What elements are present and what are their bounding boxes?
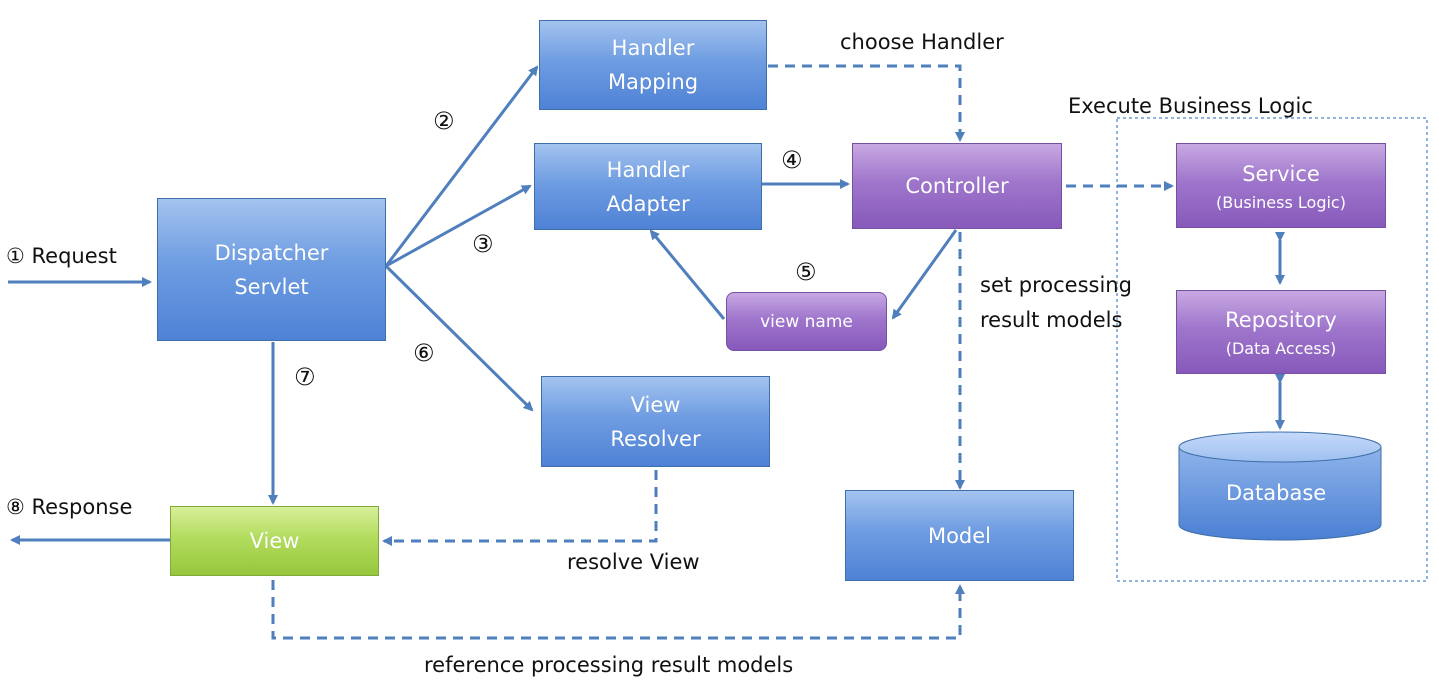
arrow-resolve-view <box>382 470 658 546</box>
handler-adapter-line1: Handler <box>606 157 690 182</box>
controller-label: Controller <box>905 174 1009 198</box>
database-label: Database <box>1226 481 1327 505</box>
step-6-label: ⑥ <box>413 339 435 367</box>
reference-models-label: reference processing result models <box>424 653 794 677</box>
dispatcher-servlet-line1: Dispatcher <box>214 240 329 265</box>
repository-box: Repository (Data Access) <box>1176 290 1386 374</box>
view-name-label: view name <box>760 311 853 332</box>
arrow-choose-handler <box>768 64 965 142</box>
database-cylinder <box>1178 431 1382 541</box>
step-7-label: ⑦ <box>294 363 316 391</box>
step-3-label: ③ <box>472 230 494 258</box>
handler-adapter-box: Handler Adapter <box>534 143 762 230</box>
view-name-box: view name <box>726 292 887 351</box>
arrow-step5 <box>649 229 726 320</box>
service-box: Service (Business Logic) <box>1176 143 1386 228</box>
view-resolver-line2: Resolver <box>610 426 701 451</box>
view-box: View <box>170 506 379 576</box>
controller-box: Controller <box>852 143 1062 229</box>
response-label: ⑧ Response <box>6 495 133 519</box>
handler-mapping-line1: Handler <box>611 36 695 60</box>
arrow-reference-models <box>271 580 965 640</box>
repository-subtitle: (Data Access) <box>1225 339 1337 358</box>
set-processing-line2: result models <box>980 308 1123 332</box>
model-label: Model <box>927 523 992 548</box>
arrow-controller-viewname <box>891 229 958 320</box>
execute-business-logic-label: Execute Business Logic <box>1068 94 1313 118</box>
repository-title: Repository <box>1225 308 1337 332</box>
view-resolver-box: View Resolver <box>541 376 770 467</box>
request-label: ① Request <box>6 244 117 268</box>
handler-mapping-line2: Mapping <box>607 70 699 94</box>
view-label: View <box>249 529 300 553</box>
handler-adapter-line2: Adapter <box>606 191 690 216</box>
handler-mapping-box: Handler Mapping <box>539 20 767 110</box>
business-logic-container <box>1116 117 1428 582</box>
model-box: Model <box>845 490 1074 581</box>
arrow-step3 <box>385 184 532 268</box>
dispatcher-servlet-line2: Servlet <box>234 274 309 299</box>
resolve-view-label: resolve View <box>567 550 700 574</box>
set-processing-line1: set processing <box>980 273 1132 297</box>
step-4-label: ④ <box>781 146 803 174</box>
dispatcher-servlet-box: Dispatcher Servlet <box>157 198 386 341</box>
arrow-step2 <box>384 65 539 267</box>
arrow-step6 <box>384 264 534 412</box>
service-subtitle: (Business Logic) <box>1216 192 1346 212</box>
step-2-label: ② <box>433 107 455 135</box>
view-resolver-line1: View <box>630 392 681 417</box>
service-title: Service <box>1242 161 1320 186</box>
choose-handler-label: choose Handler <box>840 30 1004 54</box>
step-5-label: ⑤ <box>795 258 817 286</box>
